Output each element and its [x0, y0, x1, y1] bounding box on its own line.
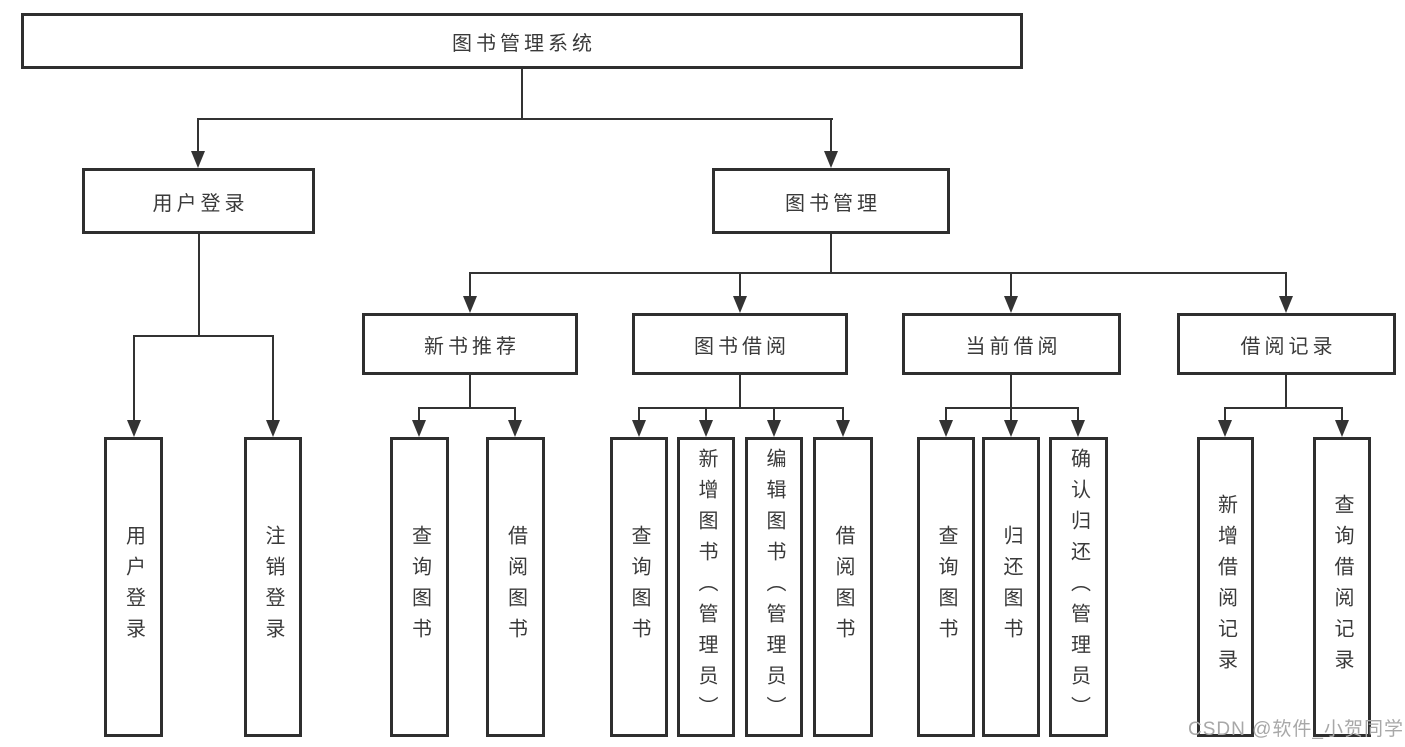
node-label: 借阅图书 [504, 525, 527, 649]
connector-stub [1285, 272, 1287, 298]
node-bb-add-books-admin: 新增图书（管理员） [677, 437, 735, 737]
arrow-down-icon [632, 420, 646, 437]
connector-split [638, 407, 844, 409]
connector-stub [1224, 407, 1226, 422]
node-label: 查询图书 [628, 525, 650, 649]
arrow-down-icon [733, 296, 747, 313]
node-cb-return-books: 归还图书 [982, 437, 1040, 737]
connector-stub [842, 407, 844, 422]
connector-stub [705, 407, 707, 422]
node-br-query-record: 查询借阅记录 [1313, 437, 1371, 737]
node-label: 编辑图书（管理员） [763, 447, 785, 727]
arrow-down-icon [266, 420, 280, 437]
arrow-down-icon [824, 151, 838, 168]
node-label: 新增图书（管理员） [695, 447, 717, 727]
connector-split [945, 407, 1079, 409]
node-new-book-recommend: 新书推荐 [362, 313, 578, 375]
node-label: 图书借阅 [694, 335, 790, 358]
node-label: 查询借阅记录 [1331, 494, 1353, 680]
arrow-down-icon [508, 420, 522, 437]
connector-stub [418, 407, 420, 422]
arrow-down-icon [1218, 420, 1232, 437]
node-current-borrowing: 当前借阅 [902, 313, 1121, 375]
node-book-management-module: 图书管理 [712, 168, 950, 234]
node-label: 用户登录 [152, 192, 249, 215]
arrow-down-icon [1279, 296, 1293, 313]
connector-stub [133, 335, 135, 422]
node-label: 借阅图书 [832, 525, 854, 649]
arrow-down-icon [836, 420, 850, 437]
node-label: 新书推荐 [424, 335, 520, 358]
arrow-down-icon [939, 420, 953, 437]
connector-root-split [197, 118, 833, 120]
connector-stub [1010, 407, 1012, 422]
node-label: 图书管理 [785, 192, 881, 215]
node-cb-query-books: 查询图书 [917, 437, 975, 737]
node-label: 用户登录 [122, 525, 145, 649]
connector-trunk [1285, 375, 1287, 409]
connector-stub [197, 118, 199, 154]
connector-stub [272, 335, 274, 422]
node-nb-borrow-books: 借阅图书 [486, 437, 545, 737]
arrow-down-icon [1335, 420, 1349, 437]
connector-stub [1010, 272, 1012, 298]
connector-stub [514, 407, 516, 422]
connector-root-trunk [521, 69, 523, 120]
connector-stub [773, 407, 775, 422]
node-label: 查询图书 [935, 525, 957, 649]
connector-stub [638, 407, 640, 422]
node-logout-leaf: 注销登录 [244, 437, 302, 737]
node-user-login-module: 用户登录 [82, 168, 315, 234]
connector-user-trunk [198, 234, 200, 337]
arrow-down-icon [767, 420, 781, 437]
connector-stub [1077, 407, 1079, 422]
connector-stub [469, 272, 471, 298]
node-book-borrowing: 图书借阅 [632, 313, 848, 375]
arrow-down-icon [463, 296, 477, 313]
node-cb-confirm-return-admin: 确认归还（管理员） [1049, 437, 1108, 737]
node-label: 确认归还（管理员） [1067, 447, 1090, 727]
node-label: 借阅记录 [1240, 335, 1337, 358]
arrow-down-icon [127, 420, 141, 437]
node-borrowing-records: 借阅记录 [1177, 313, 1396, 375]
node-label: 新增借阅记录 [1214, 494, 1237, 680]
connector-book-trunk [830, 234, 832, 274]
arrow-down-icon [191, 151, 205, 168]
arrow-down-icon [412, 420, 426, 437]
node-label: 归还图书 [1000, 525, 1022, 649]
connector-stub [830, 118, 832, 154]
node-nb-query-books: 查询图书 [390, 437, 449, 737]
node-library-management-system: 图书管理系统 [21, 13, 1023, 69]
connector-book-split [469, 272, 1287, 274]
node-label: 当前借阅 [965, 335, 1062, 358]
connector-stub [739, 272, 741, 298]
arrow-down-icon [1071, 420, 1085, 437]
connector-stub [1341, 407, 1343, 422]
arrow-down-icon [699, 420, 713, 437]
node-label: 查询图书 [408, 525, 431, 649]
csdn-watermark: CSDN @软件_小贺同学 [1188, 719, 1404, 740]
node-bb-borrow-books: 借阅图书 [813, 437, 873, 737]
node-bb-query-books: 查询图书 [610, 437, 668, 737]
node-bb-edit-books-admin: 编辑图书（管理员） [745, 437, 803, 737]
node-label: 注销登录 [262, 525, 284, 649]
connector-trunk [1010, 375, 1012, 409]
node-label: 图书管理系统 [452, 32, 596, 55]
connector-trunk [739, 375, 741, 409]
connector-trunk [469, 375, 471, 409]
connector-split [1224, 407, 1343, 409]
connector-split [418, 407, 516, 409]
node-user-login-leaf: 用户登录 [104, 437, 163, 737]
arrow-down-icon [1004, 420, 1018, 437]
arrow-down-icon [1004, 296, 1018, 313]
connector-stub [945, 407, 947, 422]
node-br-add-record: 新增借阅记录 [1197, 437, 1254, 737]
connector-user-split [133, 335, 274, 337]
